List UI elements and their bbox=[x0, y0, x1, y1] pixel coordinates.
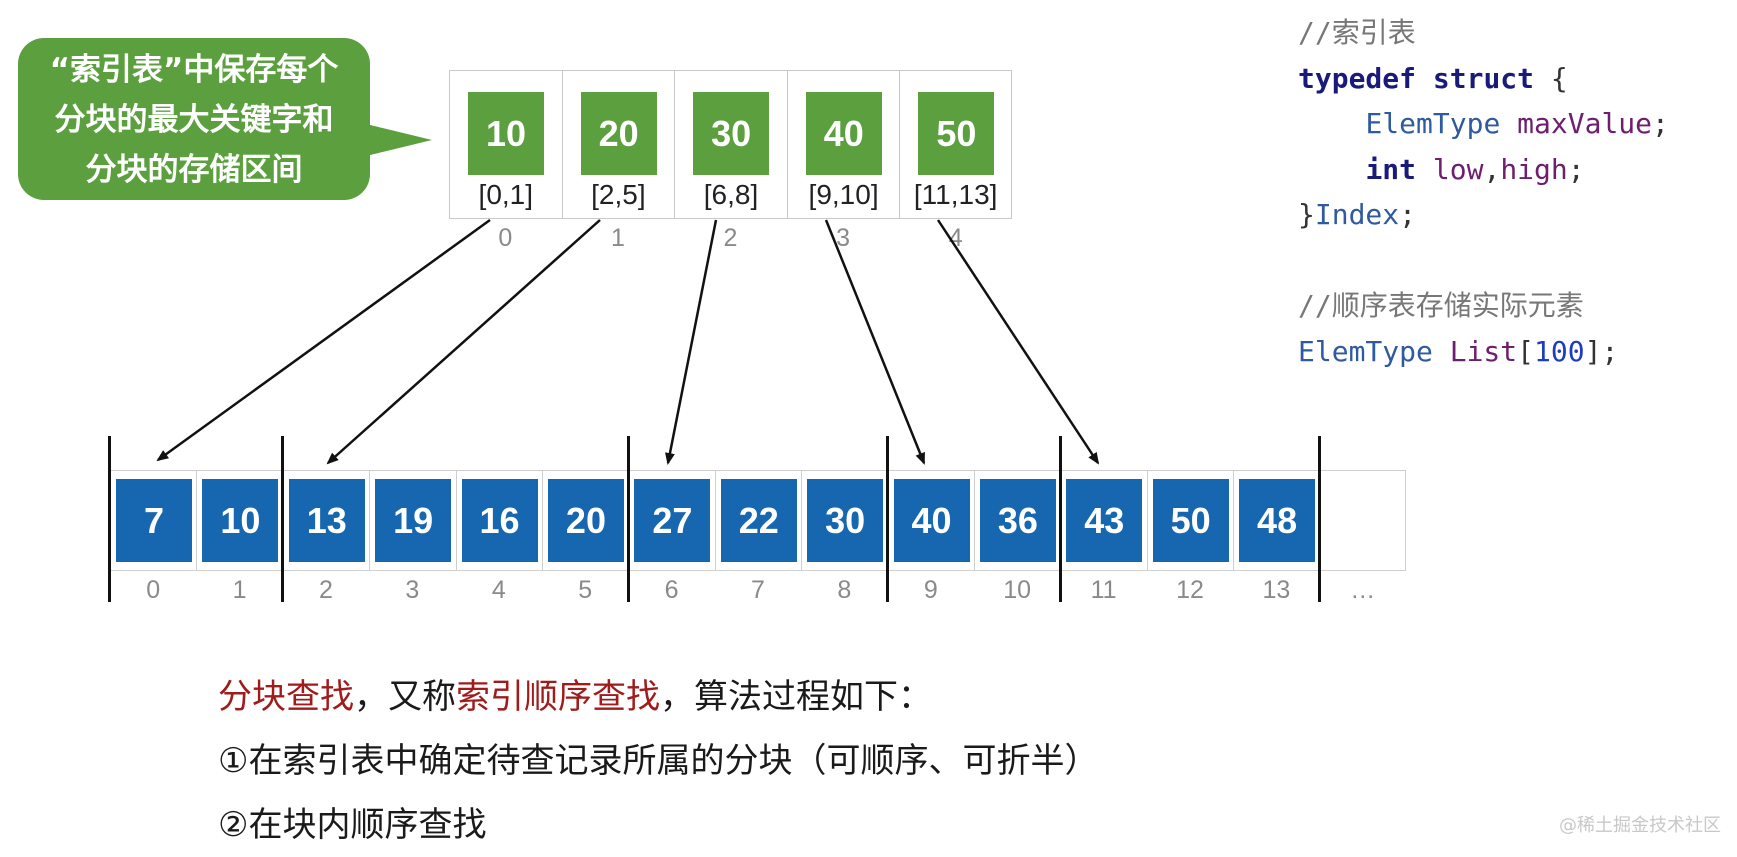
list-cell: 30 bbox=[801, 470, 888, 571]
code-comment-index: //索引表 bbox=[1298, 16, 1416, 49]
code-block: //索引表 typedef struct { ElemType maxValue;… bbox=[1298, 10, 1669, 374]
list-value: 16 bbox=[461, 479, 538, 562]
index-position: 4 bbox=[948, 224, 963, 252]
arrow-block-0 bbox=[156, 218, 491, 462]
list-cell: 10 bbox=[196, 470, 283, 571]
block-divider bbox=[627, 436, 630, 602]
list-index: 11 bbox=[1090, 576, 1117, 604]
code-line-close: }Index; bbox=[1298, 198, 1417, 231]
callout-line-1: “索引表”中保存每个 bbox=[49, 52, 339, 88]
list-cell: 27 bbox=[628, 470, 715, 571]
list-cell: 36 bbox=[973, 470, 1061, 571]
code-comment-list: //顺序表存储实际元素 bbox=[1298, 289, 1584, 322]
list-cell: 7 bbox=[110, 470, 197, 571]
code-line-lowhigh: int low,high; bbox=[1365, 152, 1585, 186]
index-position: 2 bbox=[723, 224, 738, 252]
index-range: [2,5] bbox=[591, 179, 646, 210]
block-divider bbox=[1059, 436, 1062, 602]
list-index: 3 bbox=[405, 576, 420, 604]
list-index: 9 bbox=[923, 576, 938, 604]
index-entry: 10 [0,1] bbox=[449, 70, 562, 219]
list-value: 7 bbox=[116, 479, 192, 562]
index-entry: 40 [9,10] bbox=[786, 70, 900, 219]
index-entry: 20 [2,5] bbox=[561, 70, 675, 219]
index-position: 1 bbox=[610, 224, 625, 252]
block-divider bbox=[1318, 436, 1321, 602]
block-divider bbox=[108, 436, 111, 602]
list-value: 30 bbox=[807, 479, 884, 562]
list-cell: 40 bbox=[887, 470, 974, 571]
code-blank-line bbox=[1298, 238, 1669, 284]
list-index: 13 bbox=[1262, 576, 1291, 604]
list-value: 40 bbox=[893, 479, 970, 562]
list-index: 4 bbox=[491, 576, 506, 604]
index-max-value: 10 bbox=[468, 92, 544, 175]
code-line-typedef: typedef struct { bbox=[1298, 61, 1568, 95]
index-table: 10 [0,1] 20 [2,5] 30 [6,8] 40 [9,10] 50 … bbox=[449, 70, 1012, 219]
arrow-block-1 bbox=[326, 219, 601, 465]
list-cell: 48 bbox=[1233, 470, 1320, 571]
list-index: 10 bbox=[1003, 576, 1032, 604]
block-divider bbox=[281, 436, 284, 602]
list-index: 5 bbox=[578, 576, 593, 604]
index-max-value: 20 bbox=[580, 92, 657, 175]
index-entry: 50 [11,13] bbox=[899, 70, 1012, 219]
description-line-2: ①在索引表中确定待查记录所属的分块（可顺序、可折半） bbox=[218, 741, 1099, 781]
description-line-3: ②在块内顺序查找 bbox=[218, 805, 487, 845]
list-value: 19 bbox=[375, 479, 452, 562]
list-index: 7 bbox=[751, 576, 765, 604]
index-max-value: 40 bbox=[805, 92, 882, 175]
code-line-list: ElemType List[100]; bbox=[1298, 334, 1619, 368]
watermark: @稀土掘金技术社区 bbox=[1559, 815, 1721, 836]
code-line-maxvalue: ElemType maxValue; bbox=[1365, 107, 1669, 140]
callout-tail bbox=[366, 124, 432, 156]
arrow-block-4 bbox=[936, 219, 1100, 465]
description-line-1: 分块查找，又称索引顺序查找，算法过程如下： bbox=[218, 677, 932, 717]
arrow-block-2 bbox=[665, 219, 718, 465]
block-divider bbox=[886, 436, 889, 602]
list-cell: 43 bbox=[1060, 470, 1147, 571]
list-cell: 50 bbox=[1146, 470, 1234, 571]
list-cell: 20 bbox=[541, 470, 629, 571]
index-position: 0 bbox=[498, 224, 513, 252]
index-max-value: 30 bbox=[693, 92, 770, 175]
index-range: [6,8] bbox=[703, 179, 759, 210]
list-value: 13 bbox=[288, 479, 365, 562]
callout-line-2: 分块的最大关键字和 bbox=[54, 102, 334, 138]
list-value: 48 bbox=[1239, 479, 1316, 562]
list-index: 8 bbox=[837, 576, 852, 604]
list-value: 10 bbox=[202, 479, 279, 562]
list-value: 50 bbox=[1152, 479, 1229, 562]
list-index: 6 bbox=[664, 576, 679, 604]
arrow-block-3 bbox=[824, 219, 926, 465]
index-range: [9,10] bbox=[808, 179, 879, 210]
list-ellipsis: … bbox=[1350, 576, 1376, 604]
list-index: 0 bbox=[146, 576, 161, 604]
list-index: 12 bbox=[1176, 576, 1204, 604]
list-value: 43 bbox=[1066, 479, 1143, 562]
list-value: 22 bbox=[720, 479, 797, 562]
callout-line-3: 分块的存储区间 bbox=[85, 152, 303, 188]
list-cell: 19 bbox=[369, 470, 456, 571]
list-value: 20 bbox=[547, 479, 624, 562]
list-cell: 22 bbox=[714, 470, 802, 571]
index-range: [0,1] bbox=[478, 179, 534, 210]
list-cell-empty bbox=[1319, 470, 1406, 571]
callout-bubble: “索引表”中保存每个 分块的最大关键字和 分块的存储区间 bbox=[18, 38, 370, 200]
index-range: [11,13] bbox=[913, 179, 998, 210]
index-position: 3 bbox=[836, 224, 851, 252]
list-cell: 13 bbox=[282, 470, 370, 571]
sequential-list: 7 10 13 19 16 20 27 22 30 40 36 43 50 48 bbox=[110, 470, 1406, 571]
list-cell: 16 bbox=[455, 470, 542, 571]
algorithm-description: 分块查找，又称索引顺序查找，算法过程如下： ①在索引表中确定待查记录所属的分块（… bbox=[218, 665, 1098, 857]
index-max-value: 50 bbox=[918, 92, 995, 175]
list-value: 36 bbox=[979, 479, 1056, 562]
list-index: 1 bbox=[232, 576, 247, 604]
list-index: 2 bbox=[319, 576, 333, 604]
list-value: 27 bbox=[634, 479, 711, 562]
index-entry: 30 [6,8] bbox=[674, 70, 787, 219]
